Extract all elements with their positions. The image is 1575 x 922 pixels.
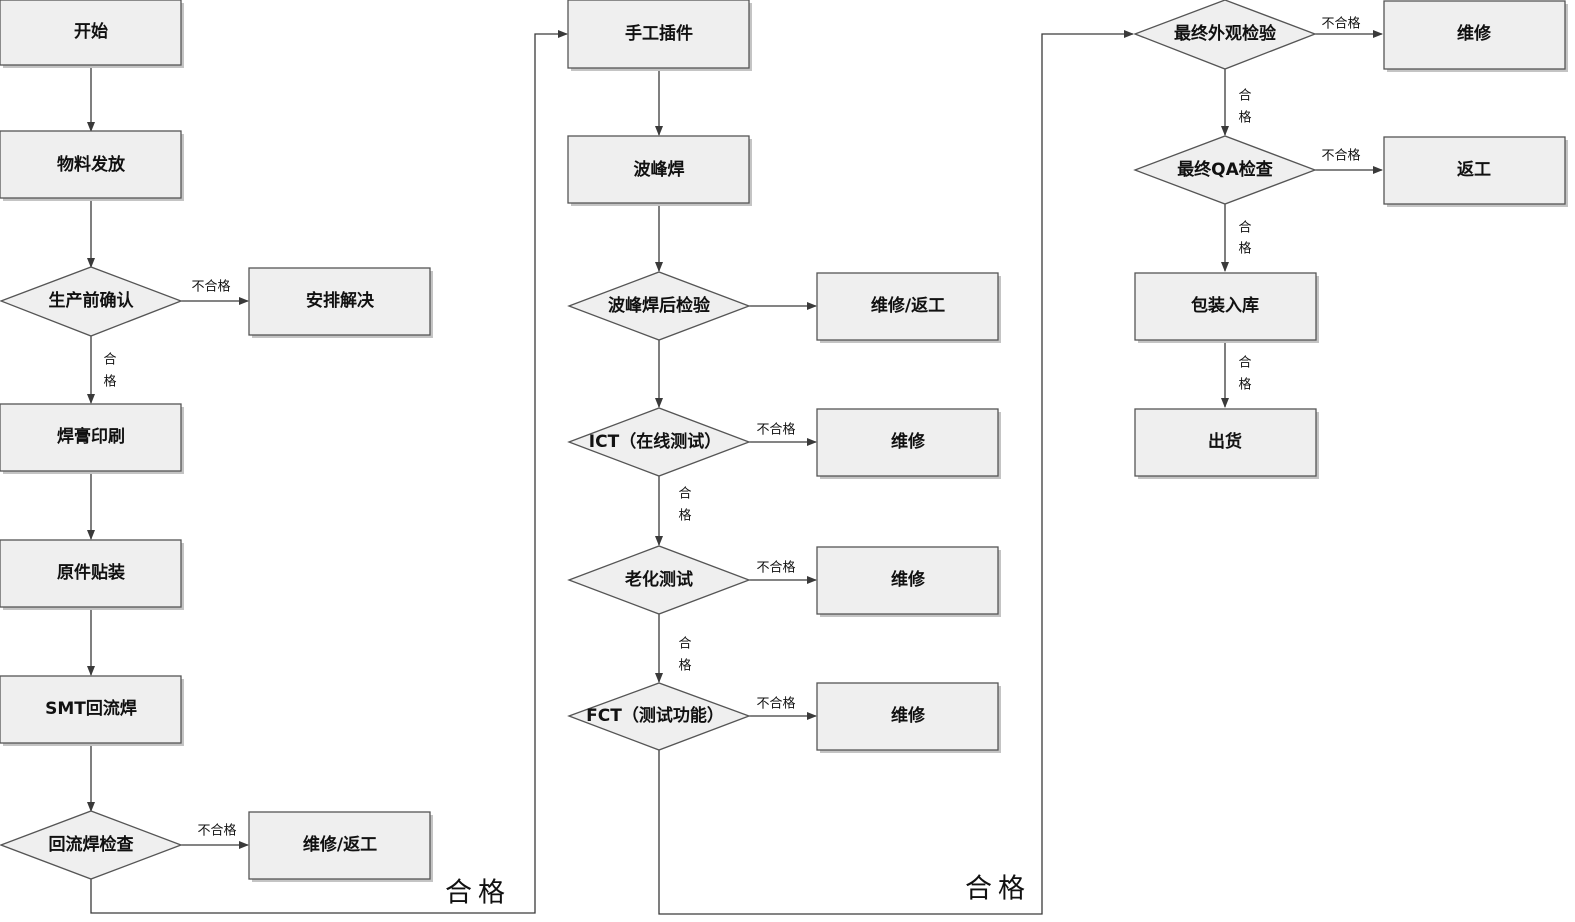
fail-label: 不合格 — [756, 696, 795, 712]
node-pre-production-check: 生产前确认 — [0, 266, 183, 337]
node-repair-rework-1-label: 维修/返工 — [303, 834, 377, 855]
connectors — [87, 30, 1383, 915]
node-fct-test-label: FCT（测试功能） — [586, 705, 724, 726]
node-final-qa-check: 最终QA检查 — [1133, 135, 1317, 205]
node-final-visual-inspection-label: 最终外观检验 — [1174, 23, 1277, 44]
node-manual-insertion-label: 手工插件 — [625, 23, 693, 44]
node-packing-storage-label: 包装入库 — [1191, 295, 1259, 316]
edge-inspect-manual — [90, 30, 568, 914]
node-smt-reflow-label: SMT回流焊 — [45, 698, 137, 719]
node-wave-soldering: 波峰焊 — [567, 135, 752, 206]
node-aging-test-label: 老化测试 — [624, 569, 693, 590]
node-repair-aging: 维修 — [816, 546, 1001, 617]
node-start-label: 开始 — [74, 21, 108, 42]
pass-label-top: 合 — [678, 487, 691, 502]
fail-label: 不合格 — [756, 560, 795, 576]
node-start: 开始 — [0, 0, 184, 68]
node-repair-ict-label: 维修 — [891, 431, 926, 452]
node-ict-test-label: ICT（在线测试） — [589, 431, 721, 452]
node-material-issue-label: 物料发放 — [57, 154, 126, 175]
node-manual-insertion: 手工插件 — [567, 0, 752, 71]
node-wave-soldering-label: 波峰焊 — [634, 159, 685, 180]
fail-label: 不合格 — [1321, 148, 1360, 164]
node-arrange-solution: 安排解决 — [248, 267, 433, 338]
node-packing-storage: 包装入库 — [1134, 272, 1319, 343]
node-rework-qa: 返工 — [1383, 136, 1568, 207]
node-component-mounting: 原件贴装 — [0, 539, 184, 610]
node-shipment: 出货 — [1134, 408, 1319, 479]
node-smt-reflow: SMT回流焊 — [0, 675, 184, 746]
edge-fct-finalvisual — [658, 30, 1134, 915]
node-rework-qa-label: 返工 — [1457, 160, 1491, 180]
node-repair-rework-1: 维修/返工 — [248, 811, 433, 882]
node-repair-ict: 维修 — [816, 408, 1001, 479]
node-reflow-inspection-label: 回流焊检查 — [49, 834, 135, 855]
fail-label: 不合格 — [756, 422, 795, 438]
node-post-wave-inspection: 波峰焊后检验 — [567, 271, 751, 341]
node-arrange-solution-label: 安排解决 — [306, 290, 375, 311]
node-solder-paste-printing: 焊膏印刷 — [0, 403, 184, 474]
node-fct-test: FCT（测试功能） — [567, 682, 751, 751]
fail-label: 不合格 — [191, 279, 230, 295]
pass-label-bottom: 格 — [1238, 110, 1251, 126]
node-repair-final-label: 维修 — [1457, 23, 1492, 44]
node-aging-test: 老化测试 — [567, 545, 751, 615]
pass-label-top: 合 — [1238, 89, 1251, 104]
pass-labels: 合 格 合 格 合 格 合 格 合 格 合 格 — [103, 89, 1251, 674]
node-repair-final: 维修 — [1383, 0, 1568, 72]
pass-label-bottom: 格 — [1238, 241, 1251, 257]
node-reflow-inspection: 回流焊检查 — [0, 810, 183, 880]
fail-label: 不合格 — [197, 823, 236, 839]
node-repair-fct-label: 维修 — [891, 705, 926, 726]
node-repair-fct: 维修 — [816, 682, 1001, 753]
fail-label: 不合格 — [1321, 16, 1360, 32]
node-pre-production-check-label: 生产前确认 — [49, 290, 135, 311]
node-solder-paste-printing-label: 焊膏印刷 — [57, 426, 125, 447]
pass-label-bottom: 格 — [1238, 377, 1251, 393]
node-component-mounting-label: 原件贴装 — [57, 562, 125, 583]
node-ict-test: ICT（在线测试） — [567, 407, 751, 477]
pass-label-bottom: 格 — [103, 374, 116, 390]
pass-label-top: 合 — [1238, 221, 1251, 236]
pass-label-large: 合格 — [445, 878, 511, 909]
node-final-visual-inspection: 最终外观检验 — [1133, 0, 1317, 70]
fail-labels: 不合格 不合格 不合格 不合格 不合格 不合格 不合格 — [191, 16, 1360, 839]
node-repair-rework-2: 维修/返工 — [816, 272, 1001, 343]
node-repair-rework-2-label: 维修/返工 — [871, 295, 945, 316]
pass-label-bottom: 格 — [678, 658, 691, 674]
node-final-qa-check-label: 最终QA检查 — [1177, 159, 1274, 180]
node-repair-aging-label: 维修 — [891, 569, 926, 590]
pass-label-top: 合 — [678, 637, 691, 652]
pass-label-top: 合 — [1238, 356, 1251, 371]
pass-label-top: 合 — [103, 353, 116, 368]
node-shipment-label: 出货 — [1208, 431, 1242, 452]
node-material-issue: 物料发放 — [0, 130, 184, 201]
pass-label-large: 合格 — [965, 874, 1031, 905]
node-post-wave-inspection-label: 波峰焊后检验 — [608, 295, 711, 316]
pass-label-bottom: 格 — [678, 508, 691, 524]
